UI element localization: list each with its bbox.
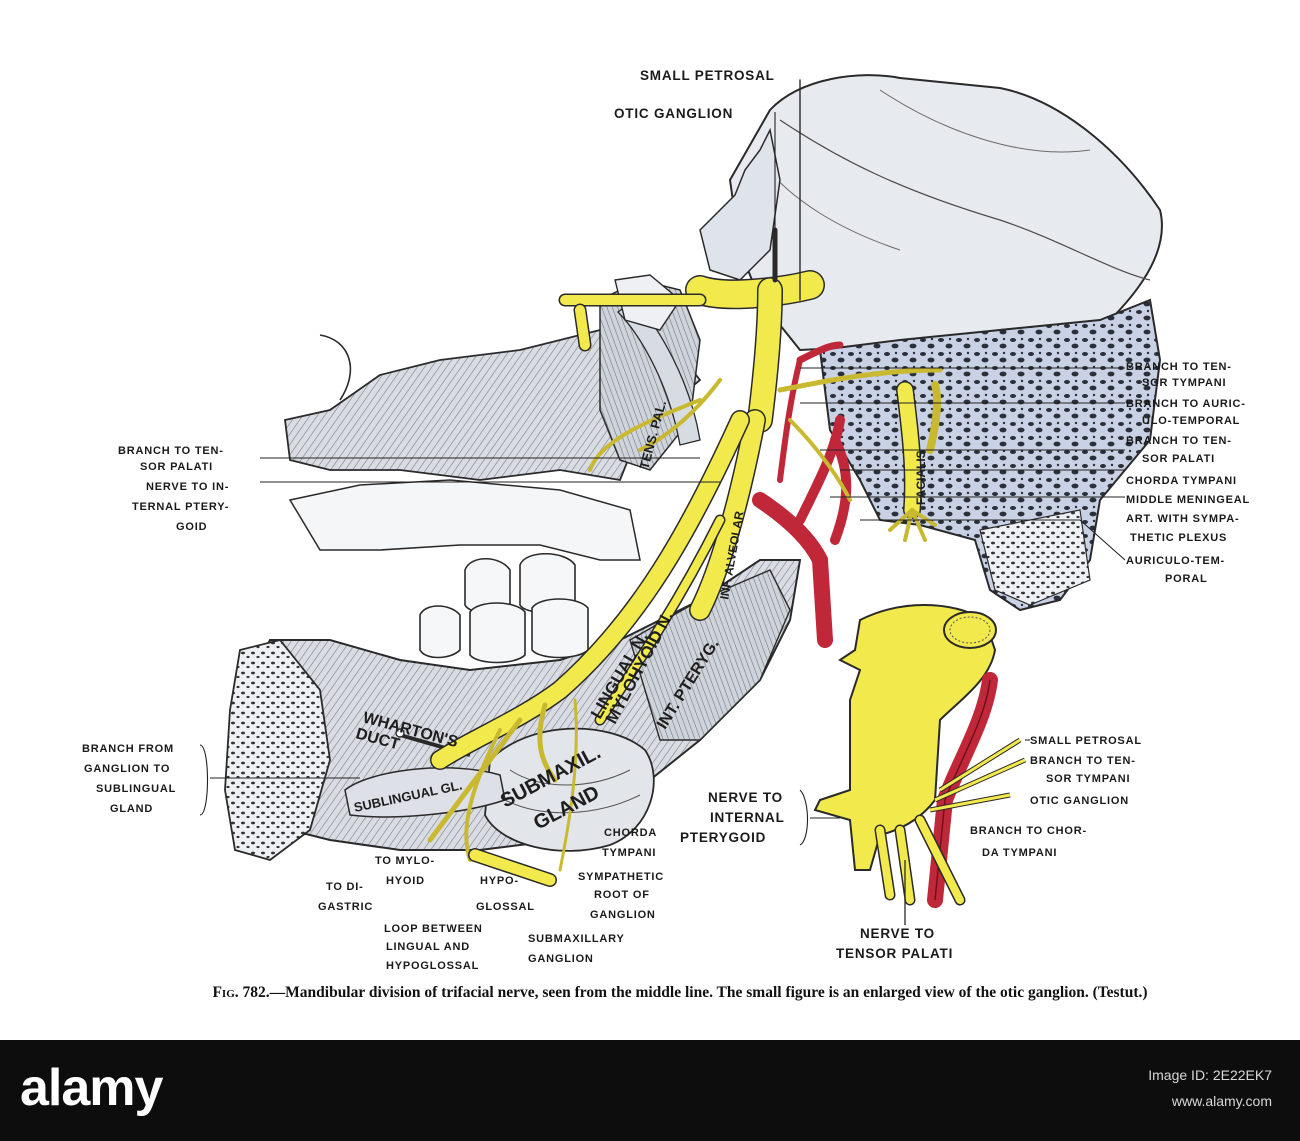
right-tensor-palati-label-2: SOR PALATI xyxy=(1142,453,1215,465)
inset-otic-ganglion-label: OTIC GANGLION xyxy=(1030,795,1129,807)
left-tensor-palati-label-1: BRANCH TO TEN- xyxy=(118,445,224,457)
inset-small-petrosal-label: SMALL PETROSAL xyxy=(1030,735,1142,747)
right-auriculo-label-1: BRANCH TO AURIC- xyxy=(1126,398,1246,410)
right-tensor-tympani-label-2: SOR TYMPANI xyxy=(1142,377,1226,389)
teeth xyxy=(419,553,589,664)
left-int-pterygoid-label-3: GOID xyxy=(176,521,207,533)
sympathetic-label-3: GANGLION xyxy=(590,909,656,921)
mandibular-nerve xyxy=(427,79,943,887)
to-mylohyoid-label-1: TO MYLO- xyxy=(375,855,435,867)
ganglion-sublingual-label-2: GANGLION TO xyxy=(84,763,170,775)
right-tensor-palati-label-1: BRANCH TO TEN- xyxy=(1126,435,1232,447)
right-chorda-tympani-label: CHORDA TYMPANI xyxy=(1126,475,1237,487)
sympathetic-label-1: SYMPATHETIC xyxy=(578,871,664,883)
watermark-info: Image ID: 2E22EK7 www.alamy.com xyxy=(1148,1062,1272,1114)
submaxillary-gland xyxy=(484,727,655,852)
chorda-tympani-label-1: CHORDA xyxy=(604,827,657,839)
right-auriculo-temporal-label-1: AURICULO-TEM- xyxy=(1126,555,1225,567)
chorda-tympani-label-2: TYMPANI xyxy=(602,847,656,859)
small-petrosal-label: SMALL PETROSAL xyxy=(640,68,775,83)
watermark-logo: alamy xyxy=(20,1059,163,1117)
ganglion-sublingual-label-3: SUBLINGUAL xyxy=(96,783,176,795)
otic-ganglion-label: OTIC GANGLION xyxy=(614,106,733,121)
inset-int-pterygoid-label-3: PTERYGOID xyxy=(680,830,766,845)
skull-section xyxy=(224,74,1163,861)
facialis-label: FACIALIS xyxy=(914,450,928,505)
inset-tensor-palati-label-1: NERVE TO xyxy=(860,926,935,941)
figure-number: Fig. 782. xyxy=(212,984,270,1001)
submaxillary-ganglion-label-1: SUBMAXILLARY xyxy=(528,933,625,945)
watermark-site: www.alamy.com xyxy=(1171,1093,1272,1109)
sympathetic-label-2: ROOT OF xyxy=(594,889,650,901)
figure-caption: Fig. 782.—Mandibular division of trifaci… xyxy=(100,984,1260,1001)
submaxillary-ganglion-label-2: GANGLION xyxy=(528,953,594,965)
hypoglossal-label-1: HYPO- xyxy=(480,875,519,887)
callout-labels: SMALL PETROSAL OTIC GANGLION BRANCH TO T… xyxy=(82,68,1250,972)
inset-tensor-tympani-label-2: SOR TYMPANI xyxy=(1046,773,1130,785)
right-middle-meningeal-label-1: MIDDLE MENINGEAL xyxy=(1126,494,1250,506)
watermark-bar: alamy Image ID: 2E22EK7 www.alamy.com xyxy=(0,1040,1300,1141)
left-int-pterygoid-label-1: NERVE TO IN- xyxy=(146,481,229,493)
right-tensor-tympani-label-1: BRANCH TO TEN- xyxy=(1126,361,1232,373)
right-middle-meningeal-label-3: THETIC PLEXUS xyxy=(1130,532,1227,544)
watermark-image-id: Image ID: 2E22EK7 xyxy=(1148,1067,1272,1083)
right-auriculo-label-2: ULO-TEMPORAL xyxy=(1142,415,1240,427)
right-auriculo-temporal-label-2: PORAL xyxy=(1165,573,1208,585)
to-digastric-label-2: GASTRIC xyxy=(318,901,373,913)
inset-otic-ganglion xyxy=(813,604,1027,925)
inset-tensor-palati-label-2: TENSOR PALATI xyxy=(836,946,953,961)
to-digastric-label-1: TO DI- xyxy=(326,881,364,893)
loop-label-3: HYPOGLOSSAL xyxy=(386,960,479,972)
right-middle-meningeal-label-2: ART. WITH SYMPA- xyxy=(1126,513,1239,525)
inset-branch-chorda-label-1: BRANCH TO CHOR- xyxy=(970,825,1087,837)
cranial-bone xyxy=(728,74,1163,352)
ganglion-sublingual-label-4: GLAND xyxy=(110,803,153,815)
inset-branch-chorda-label-2: DA TYMPANI xyxy=(982,847,1057,859)
sublingual-gland xyxy=(344,767,506,818)
left-int-pterygoid-label-2: TERNAL PTERY- xyxy=(132,501,229,513)
ganglion-sublingual-label-1: BRANCH FROM xyxy=(82,743,174,755)
inset-tensor-tympani-label-1: BRANCH TO TEN- xyxy=(1030,755,1136,767)
to-mylohyoid-label-2: HYOID xyxy=(386,875,425,887)
hypoglossal-label-2: GLOSSAL xyxy=(476,901,535,913)
loop-label-1: LOOP BETWEEN xyxy=(384,923,483,935)
caption-text: —Mandibular division of trifacial nerve,… xyxy=(269,984,1148,1001)
inset-int-pterygoid-label-1: NERVE TO xyxy=(708,790,783,805)
leader-lines xyxy=(199,112,1126,846)
inset-int-pterygoid-label-2: INTERNAL xyxy=(710,810,785,825)
left-tensor-palati-label-2: SOR PALATI xyxy=(140,461,213,473)
loop-label-2: LINGUAL AND xyxy=(386,941,470,953)
